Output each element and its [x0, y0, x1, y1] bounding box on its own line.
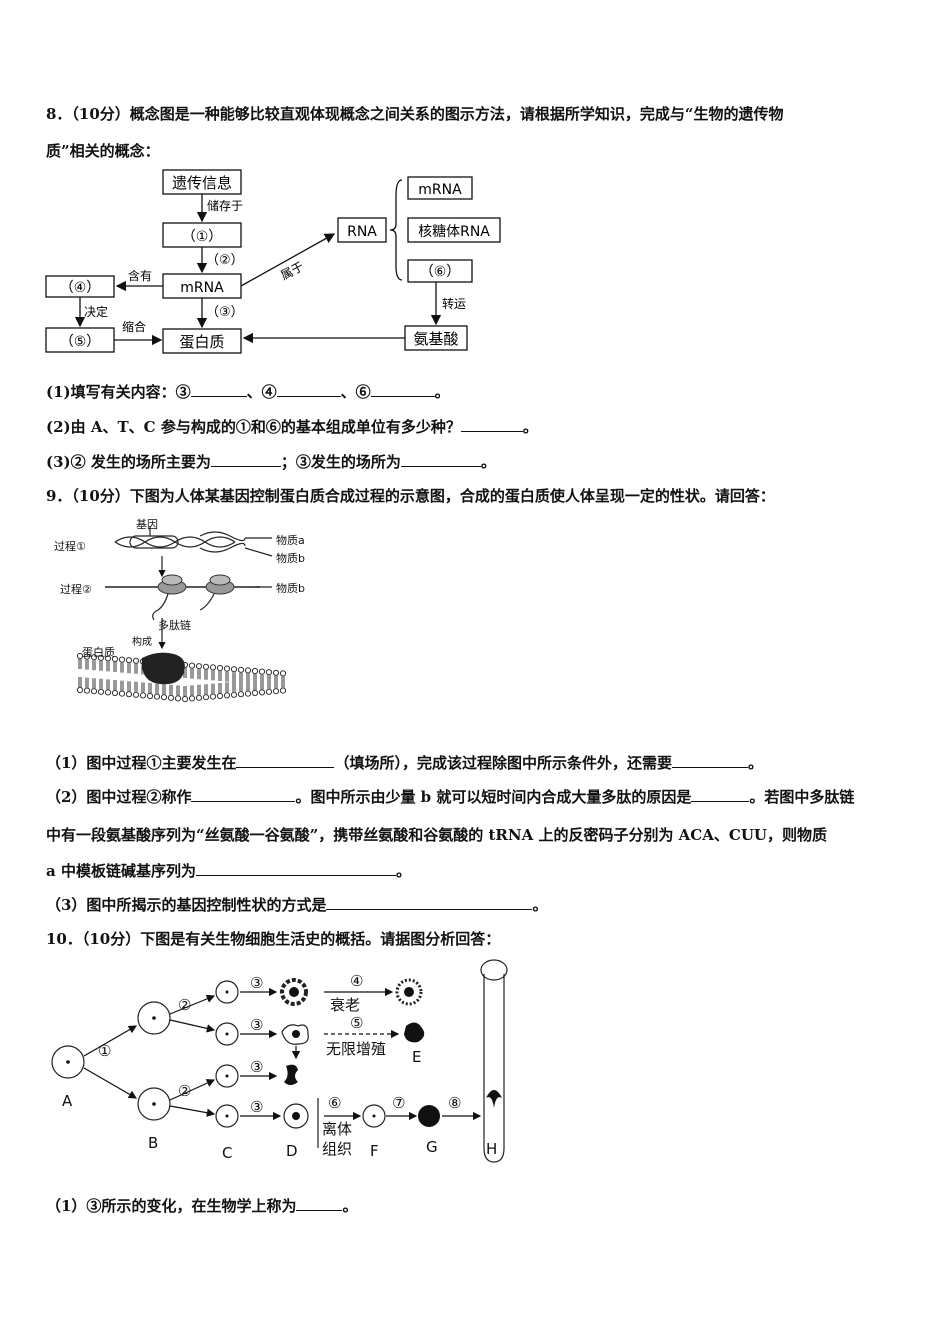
step-1-number: ①: [98, 1042, 111, 1060]
q9-sub1: （1）图中过程①主要发生在（填场所），完成该过程除图中所示条件外，还需要。: [46, 754, 763, 772]
contains-label: 含有: [128, 268, 152, 283]
explant-label-line2: 组织: [322, 1140, 352, 1158]
q8-sub3: (3)② 发生的场所主要为；③发生的场所为。: [46, 453, 496, 471]
step-7-number: ⑦: [392, 1094, 405, 1112]
box-6-label: （⑥）: [420, 264, 461, 280]
step-3b-number: ③: [250, 1016, 263, 1034]
mrna-right-label: mRNA: [418, 182, 462, 198]
q9-stem: 9．（10分）下图为人体某基因控制蛋白质合成过程的示意图，合成的蛋白质使人体呈现…: [46, 487, 775, 505]
label-G: G: [426, 1138, 438, 1156]
q8-concept-map: 遗传信息 储存于 （①） （②） mRNA （③） 蛋白质 （④） 含有 决定 …: [45, 169, 501, 354]
step-4-number: ④: [350, 972, 363, 990]
protein-label: 蛋白质: [179, 333, 224, 351]
step-5-number: ⑤: [350, 1014, 363, 1032]
q9-gene-expression-figure: 基因 过程① 物质a 物质b 过程② 物质b 多肽链 构成 蛋白质: [50, 514, 330, 714]
step-3a-number: ③: [250, 974, 263, 992]
q9-sub2: （2）图中过程②称作。图中所示由少量 b 就可以短时间内合成大量多肽的原因是。若…: [46, 788, 855, 806]
label-A: A: [62, 1092, 73, 1110]
substance-b-bottom-label: 物质b: [276, 582, 305, 595]
box-1-label: （①）: [182, 229, 223, 245]
q8-stem-line2: 质”相关的概念：: [46, 142, 160, 160]
label-F: F: [370, 1142, 379, 1160]
stored-in-label: 储存于: [207, 198, 243, 213]
label-B: B: [148, 1134, 158, 1152]
substance-b-top-label: 物质b: [276, 552, 305, 565]
condense-label: 缩合: [122, 319, 146, 334]
mrna-center-label: mRNA: [180, 280, 224, 296]
step-2b-number: ②: [178, 1082, 191, 1100]
q9-sub2-line2: 中有一段氨基酸序列为“丝氨酸一谷氨酸”，携带丝氨酸和谷氨酸的 tRNA 上的反密…: [46, 826, 827, 844]
q10-cell-life-history-figure: ① ② ② ③ ③ ③ ③ ④ 衰老 ⑤ 无限增殖 ⑥ 离体 组织 ⑦ ⑧ A …: [51, 959, 508, 1163]
explant-label-line1: 离体: [322, 1120, 352, 1138]
aging-label: 衰老: [330, 996, 360, 1014]
forms-label: 构成: [132, 637, 152, 648]
q10-stem: 10．（10分）下图是有关生物细胞生活史的概括。请据图分析回答：: [46, 930, 501, 948]
transport-label: 转运: [442, 296, 466, 311]
process-2-label: 过程②: [60, 583, 92, 596]
substance-a-label: 物质a: [276, 534, 305, 547]
step-3c-number: ③: [250, 1058, 263, 1076]
q9-sub2-line3: a 中模板链碱基序列为。: [46, 862, 411, 880]
amino-acid-label: 氨基酸: [413, 330, 458, 348]
label-E: E: [412, 1048, 421, 1066]
label-D: D: [286, 1142, 298, 1160]
gene-label: 基因: [136, 518, 158, 531]
label-C: C: [222, 1144, 232, 1162]
step-2a-number: ②: [178, 996, 191, 1014]
step-3-label: （③）: [206, 305, 244, 320]
decides-label: 决定: [84, 304, 108, 319]
polypeptide-label: 多肽链: [158, 619, 191, 632]
unlimited-growth-label: 无限增殖: [326, 1040, 386, 1058]
rrna-label: 核糖体RNA: [418, 224, 490, 240]
box-4-label: （④）: [60, 280, 101, 296]
step-2-label: （②）: [206, 253, 244, 268]
label-H: H: [486, 1140, 497, 1158]
q8-sub1: (1)填写有关内容：③、④、⑥。: [46, 383, 450, 401]
step-6-number: ⑥: [328, 1094, 341, 1112]
q8-sub2: (2)由 A、T、C 参与构成的①和⑥的基本组成单位有多少种？。: [46, 418, 538, 436]
protein-figure-label: 蛋白质: [82, 646, 115, 659]
process-1-label: 过程①: [54, 540, 86, 553]
box-5-label: （⑤）: [60, 334, 101, 350]
q9-sub3: （3）图中所揭示的基因控制性状的方式是。: [46, 896, 548, 914]
genetic-info-label: 遗传信息: [172, 174, 232, 192]
step-3d-number: ③: [250, 1098, 263, 1116]
step-8-number: ⑧: [448, 1094, 461, 1112]
rna-label: RNA: [347, 224, 377, 240]
q10-sub1: （1）③所示的变化，在生物学上称为。: [46, 1197, 358, 1215]
q8-stem-line1: 8．（10分）概念图是一种能够比较直观体现概念之间关系的图示方法，请根据所学知识…: [46, 105, 784, 123]
